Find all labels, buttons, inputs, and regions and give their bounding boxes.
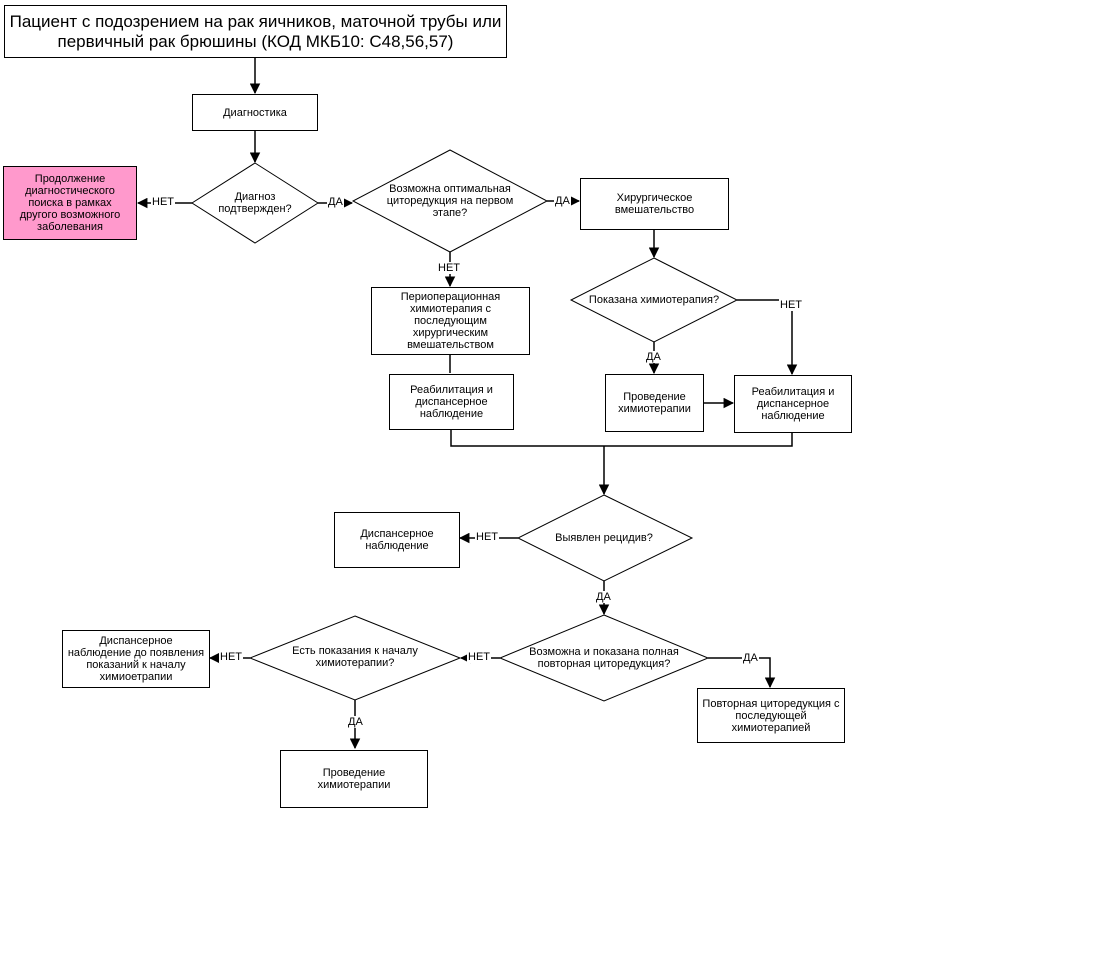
diagnostics-box: Диагностика xyxy=(192,94,318,131)
label-no-diagnosis: НЕТ xyxy=(151,196,175,208)
diagnosis-confirmed-text: Диагноз подтвержден? xyxy=(218,191,292,215)
rehab-right-box: Реабилитация и диспансерное наблюдение xyxy=(734,375,852,433)
label-no-chemo-indicated: НЕТ xyxy=(779,299,803,311)
diamond-diagnosis-confirmed xyxy=(191,162,319,244)
optimal-cytoreduction-text: Возможна оптимальная циторедукция на пер… xyxy=(386,183,514,219)
label-yes-optimal: ДА xyxy=(554,195,571,207)
label-yes-full-repeat: ДА xyxy=(742,652,759,664)
label-no-optimal: НЕТ xyxy=(437,262,461,274)
relapse-found-text: Выявлен рецидив? xyxy=(555,532,653,544)
label-yes-chemo-indicated: ДА xyxy=(645,351,662,363)
label-no-chemo-start: НЕТ xyxy=(219,651,243,663)
continue-diagnostics-box: Продолжение диагностического поиска в ра… xyxy=(3,166,137,240)
perioperative-chemo-box: Периоперационная химиотерапия с последую… xyxy=(371,287,530,355)
label-yes-diagnosis: ДА xyxy=(327,196,344,208)
dispensary-observation-box: Диспансерное наблюдение xyxy=(334,512,460,568)
diamond-full-repeat-cytoreduction xyxy=(498,614,710,702)
label-no-relapse: НЕТ xyxy=(475,531,499,543)
repeat-cytoreduction-chemo-box: Повторная циторедукция с последующей хим… xyxy=(697,688,845,743)
label-no-full-repeat: НЕТ xyxy=(467,651,491,663)
chemo-indicated-text: Показана химиотерапия? xyxy=(588,294,720,306)
label-yes-relapse: ДА xyxy=(595,591,612,603)
full-repeat-cytoreduction-text: Возможна и показана полная повторная цит… xyxy=(529,646,679,670)
chemo-conduct-right-box: Проведение химиотерапии xyxy=(605,374,704,432)
chemo-conduct-bottom-box: Проведение химиотерапии xyxy=(280,750,428,808)
start-title-box: Пациент с подозрением на рак яичников, м… xyxy=(4,5,507,58)
label-yes-chemo-start: ДА xyxy=(347,716,364,728)
chemo-start-indications-text: Есть показания к началу химиотерапии? xyxy=(292,645,418,669)
dispensary-until-indications-box: Диспансерное наблюдение до появления пок… xyxy=(62,630,210,688)
surgery-box: Хирургическое вмешательство xyxy=(580,178,729,230)
rehab-left-box: Реабилитация и диспансерное наблюдение xyxy=(389,374,514,430)
